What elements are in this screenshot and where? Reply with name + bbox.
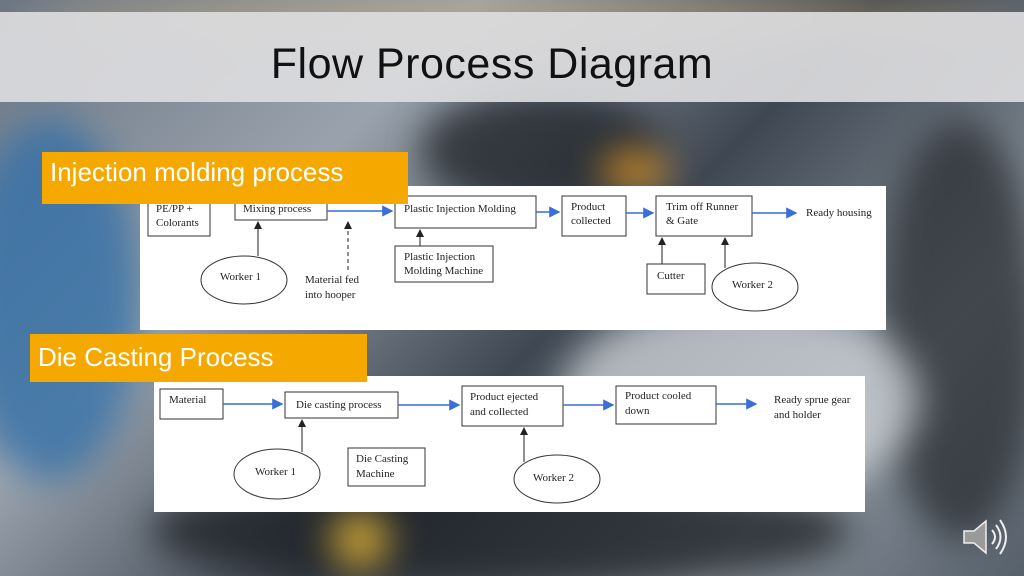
svg-text:collected: collected bbox=[571, 215, 611, 227]
svg-text:& Gate: & Gate bbox=[666, 215, 698, 227]
svg-text:Mixing process: Mixing process bbox=[243, 203, 311, 215]
svg-text:and holder: and holder bbox=[774, 409, 821, 421]
svg-text:Worker 2: Worker 2 bbox=[533, 472, 574, 484]
svg-text:and collected: and collected bbox=[470, 406, 529, 418]
node-worker-1 bbox=[233, 448, 321, 500]
svg-text:Worker 2: Worker 2 bbox=[732, 279, 773, 291]
svg-text:Colorants: Colorants bbox=[156, 217, 199, 229]
svg-text:Product cooled: Product cooled bbox=[625, 390, 692, 402]
svg-text:Die casting process: Die casting process bbox=[296, 399, 382, 411]
svg-text:Product ejected: Product ejected bbox=[470, 391, 539, 403]
svg-text:into hooper: into hooper bbox=[305, 289, 356, 301]
node-pepp-colorants bbox=[147, 197, 211, 237]
node-cutter bbox=[646, 263, 706, 295]
node-product-cooled bbox=[615, 385, 717, 425]
svg-text:down: down bbox=[625, 405, 650, 417]
section-label-diecasting: Die Casting Process bbox=[30, 334, 367, 382]
svg-text:Die Casting: Die Casting bbox=[356, 453, 409, 465]
node-worker-1 bbox=[200, 255, 288, 305]
node-product-ejected bbox=[461, 385, 564, 427]
node-material bbox=[159, 388, 224, 420]
node-die-casting-process bbox=[284, 391, 399, 419]
injection-flow: PE/PP + Colorants Mixing process Plastic… bbox=[147, 195, 872, 312]
svg-text:Material fed: Material fed bbox=[305, 274, 360, 286]
node-worker-2 bbox=[711, 262, 799, 312]
node-trim-runner-gate bbox=[655, 195, 753, 237]
svg-text:Cutter: Cutter bbox=[657, 270, 685, 282]
title-bar: Flow Process Diagram bbox=[0, 12, 1024, 102]
speaker-icon[interactable] bbox=[958, 514, 1012, 560]
svg-text:Worker 1: Worker 1 bbox=[255, 466, 296, 478]
diecasting-flow: Material Die casting process Product eje… bbox=[159, 385, 851, 504]
node-injection-machine bbox=[394, 245, 494, 283]
svg-text:Machine: Machine bbox=[356, 468, 395, 480]
svg-text:PE/PP +: PE/PP + bbox=[156, 203, 193, 215]
svg-text:Plastic Injection Molding: Plastic Injection Molding bbox=[404, 203, 516, 215]
section-label-injection: Injection molding process bbox=[42, 152, 408, 204]
slide-title: Flow Process Diagram bbox=[270, 40, 714, 88]
svg-text:Trim off Runner: Trim off Runner bbox=[666, 201, 738, 213]
node-die-casting-machine bbox=[347, 447, 426, 487]
svg-text:Product: Product bbox=[571, 201, 605, 213]
node-plastic-injection-molding bbox=[394, 195, 537, 229]
node-ready-housing: Ready housing bbox=[806, 207, 872, 219]
svg-text:Molding Machine: Molding Machine bbox=[404, 265, 483, 277]
node-product-collected bbox=[561, 195, 627, 237]
svg-text:Worker 1: Worker 1 bbox=[220, 271, 261, 283]
svg-text:Plastic Injection: Plastic Injection bbox=[404, 251, 476, 263]
svg-text:Material: Material bbox=[169, 394, 206, 406]
node-worker-2 bbox=[513, 454, 601, 504]
node-ready-sprue-gear: Ready sprue gear bbox=[774, 394, 851, 406]
